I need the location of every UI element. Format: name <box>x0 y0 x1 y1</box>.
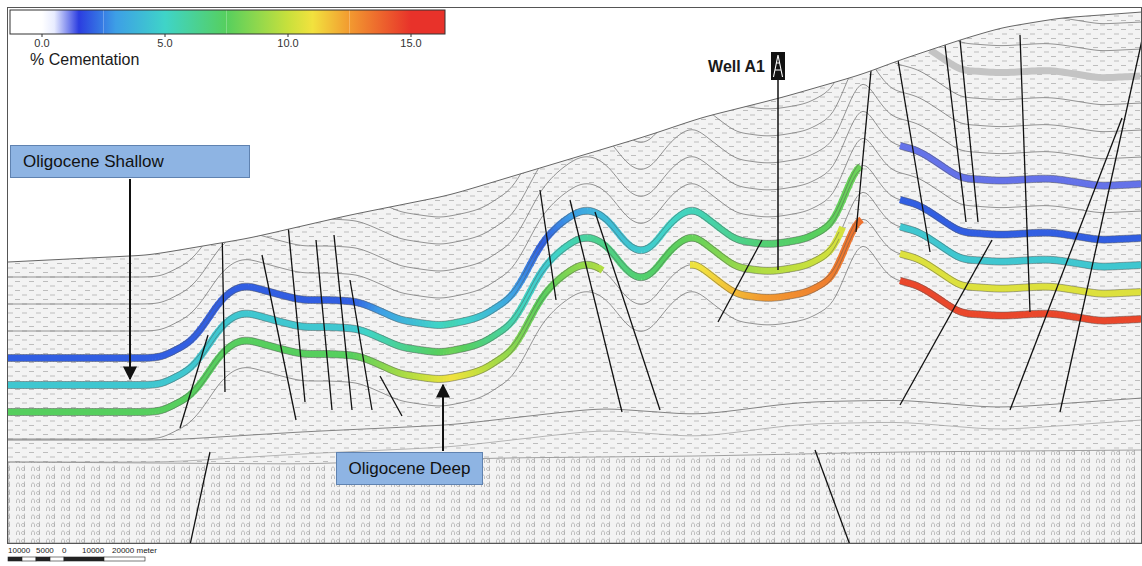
base-line <box>8 398 1142 440</box>
band-edge <box>900 230 1140 270</box>
band-piece <box>599 268 603 270</box>
legend-tick <box>411 34 412 37</box>
fault-line <box>222 225 225 392</box>
legend-value: 0.0 <box>34 37 49 49</box>
fault-line <box>180 335 208 428</box>
band-edge <box>8 163 860 354</box>
horizon-line <box>8 3 1142 196</box>
well-symbol <box>771 52 785 80</box>
callout-box: Oligocene Deep <box>336 452 483 485</box>
legend-title: % Cementation <box>30 51 139 69</box>
fault-line <box>595 212 660 410</box>
horizon-line <box>8 165 1142 358</box>
legend-tick <box>165 34 166 37</box>
fault-line <box>190 452 210 545</box>
legend-swatch <box>350 10 446 34</box>
fault-line <box>262 255 296 420</box>
fault-line <box>1020 35 1030 312</box>
band-edge <box>900 203 1140 243</box>
basement-fill <box>8 450 1142 543</box>
horizon-line <box>8 0 1142 169</box>
fault-line <box>898 60 930 252</box>
band-piece <box>839 227 843 235</box>
band-edge <box>900 284 1140 324</box>
band-edge <box>8 268 599 415</box>
horizon-line <box>8 0 1142 142</box>
band-piece <box>857 166 861 170</box>
band-edge <box>900 257 1140 297</box>
fault-line <box>856 60 872 232</box>
topography <box>8 12 1142 262</box>
horizon-line <box>8 84 1142 277</box>
base-line <box>8 420 1142 462</box>
legend-swatch <box>104 10 227 34</box>
horizon-line <box>8 138 1142 331</box>
band-edge <box>900 142 1140 182</box>
band-edge <box>900 277 1140 317</box>
well-label: Well A1 <box>708 58 765 76</box>
legend-frame <box>10 10 445 34</box>
horizon-line <box>8 30 1142 223</box>
scale-bar <box>8 557 145 561</box>
leader-arrow <box>442 385 444 451</box>
well-path <box>777 80 779 270</box>
band-edge <box>900 196 1140 236</box>
fault-line <box>900 240 992 405</box>
band-piece <box>858 220 862 223</box>
legend-value: 10.0 <box>277 37 298 49</box>
callout-text: Oligocene Shallow <box>23 152 164 172</box>
legend-swatch <box>10 10 104 34</box>
section-fill <box>8 12 1142 543</box>
legend-value: 15.0 <box>400 37 421 49</box>
legend-value: 5.0 <box>157 37 172 49</box>
scale-value: 10000 <box>8 546 30 555</box>
horizon-line <box>8 219 1142 412</box>
scale-value: 0 <box>62 546 66 555</box>
fault-line <box>570 200 622 412</box>
band-edge <box>8 170 860 361</box>
band-edge <box>690 219 858 294</box>
fault-line <box>960 40 978 222</box>
fault-line <box>288 225 305 402</box>
fault-line <box>718 240 762 322</box>
horizon-lines <box>8 0 1142 439</box>
legend-tick <box>42 34 43 37</box>
band-edge <box>690 226 858 301</box>
fault-line <box>1060 40 1142 412</box>
scale-value: 10000 <box>82 546 104 555</box>
band-edge <box>900 223 1140 263</box>
band-edge <box>900 250 1140 290</box>
legend-swatch <box>227 10 350 34</box>
callout-box: Oligocene Shallow <box>10 145 250 178</box>
fault-line <box>316 240 332 410</box>
scale-value: 5000 <box>36 546 54 555</box>
fault-line <box>1010 118 1122 410</box>
band-edge <box>8 239 839 389</box>
fault-line <box>350 280 372 410</box>
scale-value: 20000 meter <box>112 546 157 555</box>
leader-arrow <box>129 179 131 379</box>
fault-line <box>540 190 556 300</box>
faults <box>180 35 1142 545</box>
cementation-bands <box>8 142 1142 415</box>
callout-text: Oligocene Deep <box>349 459 471 479</box>
figure-frame <box>8 8 1142 544</box>
fault-line <box>334 235 352 410</box>
band-edge <box>900 149 1140 189</box>
fault-line <box>815 450 850 545</box>
legend-tick <box>288 34 289 37</box>
fault-line <box>380 376 402 416</box>
